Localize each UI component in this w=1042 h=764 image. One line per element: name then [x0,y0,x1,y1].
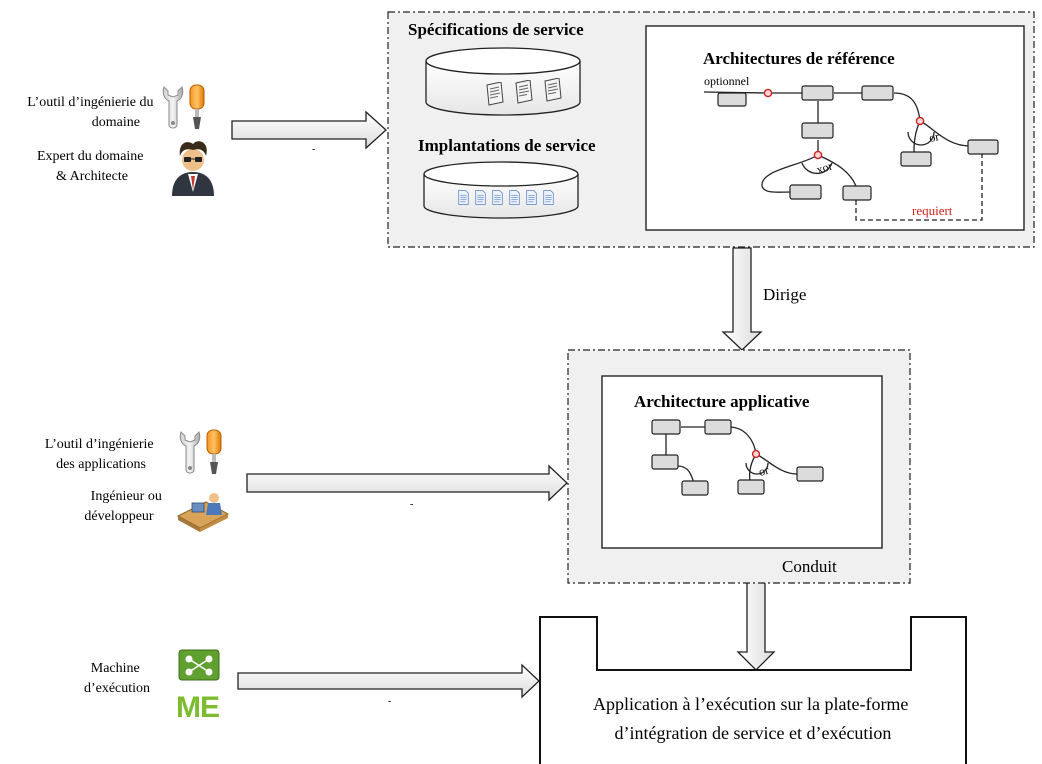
ref-node [789,184,822,200]
impl-title: Implantations de service [418,136,596,155]
app-node [796,466,824,482]
engineer-label: Ingénieur ou développeur [84,489,165,524]
app-node [737,479,765,495]
ref-arch-title: Architectures de référence [703,49,895,68]
xor-label: xor [815,159,835,177]
domain-engineering-panel: Spécifications de service Implantations … [387,11,1035,248]
domain-actors: L’outil d’ingénierie du domaine Expert d… [27,84,214,196]
ref-node [861,85,894,101]
arrow-mark: - [410,499,413,510]
app-node [681,480,709,496]
application-actors: L’outil d’ingénierie des applications In… [45,429,230,532]
variation-point [915,116,925,126]
ref-node [801,122,834,139]
arrow-machine-to-runtime [237,663,540,699]
app-arch-title: Architecture applicative [634,392,810,411]
domain-tool-icon [162,84,205,130]
execution-machine-icon [178,649,220,681]
app-node [704,419,732,435]
variation-point [763,88,773,98]
runtime-text: Application à l’exécution sur la plate-f… [593,694,913,743]
domain-tool-label: L’outil d’ingénierie du domaine [27,95,157,130]
service-specs-db-icon [425,47,581,116]
me-logo: ME [176,691,219,724]
machine-label: Machine d’exécution [84,661,150,696]
arrow-domain-to-panel [231,110,387,150]
leads-label: Conduit [782,557,837,576]
runtime-line-2: d’intégration de service et d’exécution [615,723,892,743]
ref-node [900,151,932,167]
ref-node [842,185,872,201]
optional-label: optionnel [704,74,750,88]
arrow-app-to-panel [246,464,568,502]
expert-label: Expert du domaine & Architecte [37,149,147,184]
expert-avatar-icon [172,141,214,196]
machine-actor: Machine d’exécution ME [84,649,220,724]
application-panel: Architecture applicative or [567,349,911,584]
runtime-platform: Application à l’exécution sur la plate-f… [539,616,967,764]
app-tool-icon [179,429,222,475]
variation-point [751,449,761,459]
ref-node [717,92,747,107]
specs-title: Spécifications de service [408,20,584,39]
ref-node [801,85,834,101]
app-node [651,419,681,435]
arrow-drives [721,247,763,351]
service-impl-db-icon [423,161,579,219]
ref-node [967,139,999,155]
app-tool-label: L’outil d’ingénierie des applications [45,437,157,472]
variation-point [813,150,823,160]
reference-architectures-box: Architectures de référence optionnel xor… [645,25,1025,231]
app-node [651,454,679,470]
arrow-mark: - [312,144,315,155]
engineer-at-desk-icon [176,493,230,532]
runtime-line-1: Application à l’exécution sur la plate-f… [593,694,908,714]
drives-label: Dirige [763,285,806,304]
requires-label: requiert [912,203,953,218]
arrow-mark: - [388,696,391,707]
